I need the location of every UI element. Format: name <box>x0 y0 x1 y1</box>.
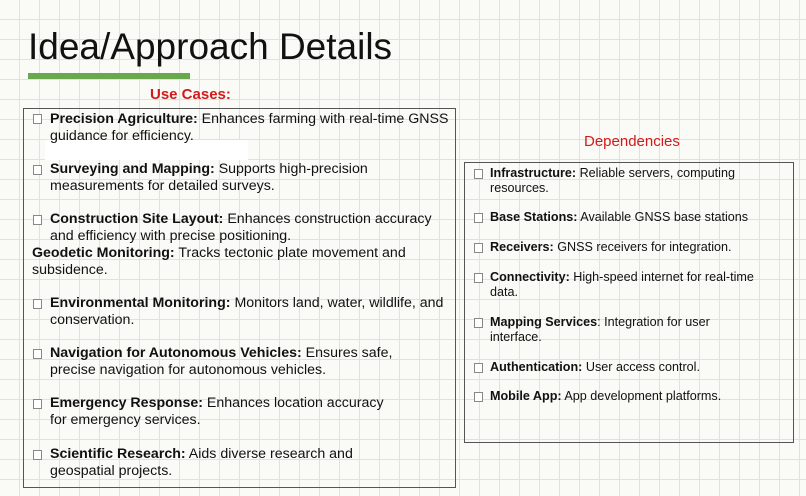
item-desc: High-speed internet for real-time data. <box>490 270 754 299</box>
checkbox-bullet-icon <box>33 349 42 359</box>
item-desc: Enhances location accuracy for emergency… <box>50 395 384 428</box>
use-cases-box <box>23 108 456 488</box>
item-term: Scientific Research: <box>50 446 186 462</box>
item-desc: Reliable servers, computing resources. <box>490 166 735 195</box>
item-term: Environmental Monitoring: <box>50 295 231 311</box>
list-item: Receivers: GNSS receivers for integratio… <box>490 240 785 255</box>
list-item: Mapping Services: Integration for user i… <box>490 315 750 345</box>
list-item: Emergency Response: Enhances location ac… <box>50 395 395 429</box>
list-item: Construction Site Layout: Enhances const… <box>50 211 450 245</box>
slide-title: Idea/Approach Details <box>28 26 393 67</box>
item-desc: : Integration for user interface. <box>490 315 710 344</box>
list-item: Connectivity: High-speed internet for re… <box>490 270 785 300</box>
checkbox-bullet-icon <box>33 399 42 409</box>
item-term: Base Stations: <box>490 210 578 224</box>
list-item: Surveying and Mapping: Supports high-pre… <box>50 161 380 195</box>
dependencies-heading: Dependencies <box>584 133 680 150</box>
item-term: Receivers: <box>490 240 554 254</box>
checkbox-bullet-icon <box>474 318 483 328</box>
checkbox-bullet-icon <box>474 392 483 402</box>
checkbox-bullet-icon <box>33 114 42 124</box>
use-cases-heading: Use Cases: <box>150 86 231 103</box>
list-item: Precision Agriculture: Enhances farming … <box>50 111 450 145</box>
checkbox-bullet-icon <box>33 299 42 309</box>
item-term: Infrastructure: <box>490 166 577 180</box>
checkbox-bullet-icon <box>474 273 483 283</box>
item-term: Precision Agriculture: <box>50 111 198 127</box>
item-term: Navigation for Autonomous Vehicles: <box>50 345 302 361</box>
list-item: Scientific Research: Aids diverse resear… <box>50 446 420 480</box>
item-term: Mapping Services <box>490 315 598 329</box>
item-desc: Aids diverse research and geospatial pro… <box>50 446 353 479</box>
item-desc: Monitors land, water, wildlife, and cons… <box>50 295 444 328</box>
checkbox-bullet-icon <box>474 213 483 223</box>
item-desc: User access control. <box>582 360 700 374</box>
item-term: Mobile App: <box>490 389 562 403</box>
list-item: Environmental Monitoring: Monitors land,… <box>50 295 450 329</box>
item-term: Authentication: <box>490 360 583 374</box>
item-term: Geodetic Monitoring: <box>32 245 175 261</box>
item-desc: Enhances farming with real-time GNSS gui… <box>50 111 449 144</box>
list-item: Infrastructure: Reliable servers, comput… <box>490 166 775 196</box>
list-item: Geodetic Monitoring: Tracks tectonic pla… <box>32 245 412 279</box>
checkbox-bullet-icon <box>33 215 42 225</box>
item-desc: Enhances construction accuracy and effic… <box>50 211 432 244</box>
checkbox-bullet-icon <box>474 169 483 179</box>
checkbox-bullet-icon <box>33 450 42 460</box>
list-item: Navigation for Autonomous Vehicles: Ensu… <box>50 345 430 379</box>
dependencies-box <box>464 162 794 443</box>
list-item: Authentication: User access control. <box>490 360 785 375</box>
list-item: Base Stations: Available GNSS base stati… <box>490 210 785 225</box>
title-underline <box>28 73 190 79</box>
item-desc: Available GNSS base stations <box>577 210 749 224</box>
item-desc: App development platforms. <box>561 389 722 403</box>
item-term: Emergency Response: <box>50 395 203 411</box>
item-desc: GNSS receivers for integration. <box>553 240 732 254</box>
white-patch <box>45 140 248 160</box>
item-term: Construction Site Layout: <box>50 211 224 227</box>
checkbox-bullet-icon <box>474 243 483 253</box>
item-term: Surveying and Mapping: <box>50 161 215 177</box>
checkbox-bullet-icon <box>33 165 42 175</box>
checkbox-bullet-icon <box>474 363 483 373</box>
item-desc: Tracks tectonic plate movement and subsi… <box>32 245 406 278</box>
item-desc: Supports high-precision measurements for… <box>50 161 368 194</box>
item-desc: Ensures safe, precise navigation for aut… <box>50 345 393 378</box>
list-item: Mobile App: App development platforms. <box>490 389 785 404</box>
item-term: Connectivity: <box>490 270 570 284</box>
